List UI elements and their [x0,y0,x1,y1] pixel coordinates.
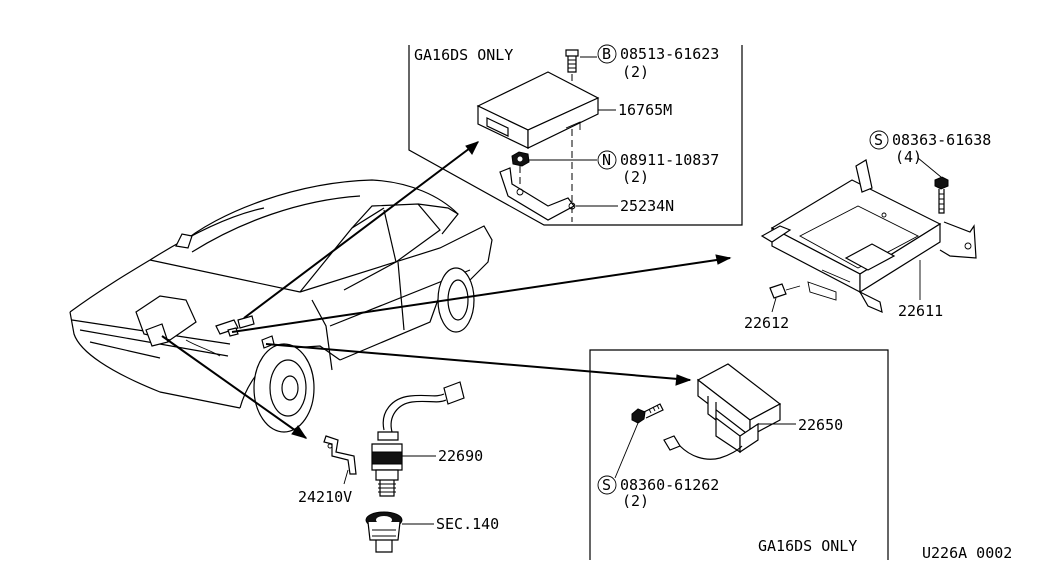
engine-bay-components-icon [135,295,275,357]
bracket-25234n-icon [499,167,576,221]
top-inset-title: GA16DS ONLY [414,46,513,64]
drawing-id: U226A 0002 [922,544,1012,562]
bottom-inset-border [589,349,889,560]
bracket-24210v-group: 24210V [298,435,357,506]
vehicle-sedan-illustration [69,179,493,433]
fitting-sec140-icon [365,511,403,553]
callout-bolt-b: B 08513-61623 (2) [597,44,719,81]
connector-icon [663,435,743,460]
screw-s1-symbol: S [874,131,883,149]
bolt-icon [565,49,579,73]
sensor-22690-label: 22690 [438,447,483,465]
nut-n-part-number: 08911-10837 [620,151,719,169]
unit-22650-label: 22650 [798,416,843,434]
sensor-22690-group: 22690 [371,381,483,497]
screw-s2-symbol: S [602,476,611,494]
nut-n-quantity: (2) [622,168,649,186]
module-16765m-label: 16765M [618,101,672,119]
pointer-arrows [161,141,732,439]
top-inset-border [408,45,743,226]
sensor-22612-icon [769,283,801,299]
module-16765m-icon [476,71,600,149]
ecm-22611-label: 22611 [898,302,943,320]
bracket-24210v-icon [323,435,357,475]
screw-icon [631,403,664,424]
screw-icon [934,176,949,214]
front-wheel-icon [253,343,315,433]
screw-s1-quantity: (4) [895,148,922,166]
callout-nut-n: N 08911-10837 (2) [597,150,719,186]
bracket-24210v-label: 24210V [298,488,352,506]
bracket-25234n-label: 25234N [620,197,674,215]
nut-n-symbol: N [602,151,611,169]
bolt-b-symbol: B [602,45,611,63]
callout-screw-s2: S 08360-61262 (2) [597,475,719,510]
sec-140-group: SEC.140 [365,511,499,553]
sensor-22612-label: 22612 [744,314,789,332]
rear-wheel-icon [437,267,475,333]
bottom-inset-title: GA16DS ONLY [758,537,857,555]
bolt-b-quantity: (2) [622,63,649,81]
sensor-22690-icon [371,431,403,497]
unit-22650-icon [696,363,782,454]
screw-s1-part-number: 08363-61638 [892,131,991,149]
ecm-22611-group: S 08363-61638 (4) [744,130,991,332]
callout-screw-s1: S 08363-61638 (4) [869,130,991,166]
screw-s2-quantity: (2) [622,492,649,510]
top-inset-panel: GA16DS ONLY [408,44,743,226]
ecm-22611-icon [760,159,977,314]
bolt-b-part-number: 08513-61623 [620,45,719,63]
sec-140-label: SEC.140 [436,515,499,533]
bottom-inset-panel: 22650 S 08360-61262 (2) GA16DS ONLY [589,349,889,560]
screw-s2-part-number: 08360-61262 [620,476,719,494]
nut-icon [511,151,530,167]
